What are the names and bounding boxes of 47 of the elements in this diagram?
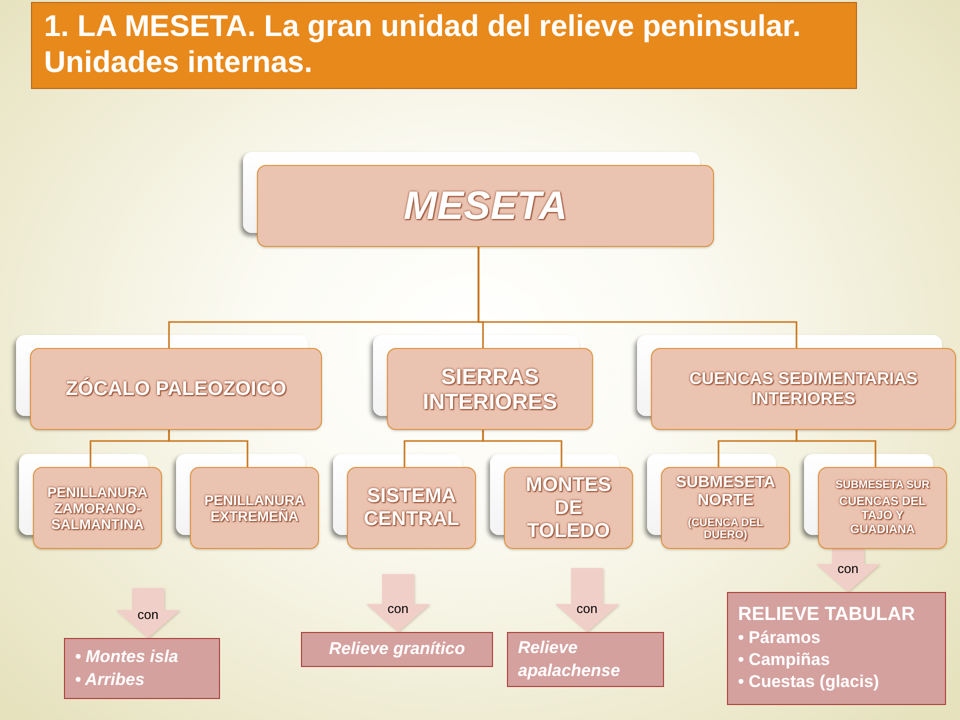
bullet-item: • Arribes [75,668,146,690]
block-arrow [366,574,430,632]
box-label: SUBMESETA SUR [835,479,930,492]
concept-box [30,348,322,430]
title-banner: 1. LA MESETA. La gran unidad del relieve peninsular. Unidades internas. [31,2,857,89]
bullet-item: • Cuestas (glacis) [738,671,880,694]
result-box [301,632,493,667]
concept-box [33,467,162,549]
box-label: SIERRAS INTERIORES [422,364,558,414]
edge-label: con [576,600,598,616]
box-label: CUENCAS SEDIMENTARIAS INTERIORES [688,369,919,409]
box-label: Relieve apalachense [518,637,622,682]
box-label: Relieve granítico [328,638,466,660]
bullet-item: • Campiñas [738,649,831,672]
box-sublabel: (CUENCA DEL DUERO) [686,516,764,542]
connector-line [168,430,248,467]
bullet-item: • Montes isla [75,646,180,668]
connector-line [478,247,798,348]
box-label: MESETA [404,183,568,229]
box-label: MONTES DE TOLEDO [524,474,612,542]
bullet-item: • Páramos [738,627,822,650]
box-label: PENILLANURA EXTREMEÑA [203,492,306,524]
edge-label: con [838,560,858,576]
block-arrow [555,568,619,632]
connector-line [482,430,562,467]
edge-label: con [138,606,158,622]
box-label: PENILLANURA ZAMORANO-SALMANTINA [46,484,149,532]
block-arrow [116,588,180,638]
result-box [507,632,664,687]
concept-box [387,348,593,430]
concept-box [190,467,319,549]
concept-box [651,348,956,430]
box-label: SISTEMA CENTRAL [362,485,460,531]
block-arrow [816,549,880,592]
concept-box [257,165,714,247]
box-label: ZÓCALO PALEOZOICO [66,378,286,400]
result-box [727,592,946,705]
box-heading: RELIEVE TABULAR [738,603,916,628]
concept-box [661,467,790,549]
concept-box [347,467,476,549]
result-box [64,638,220,699]
connector-line [796,430,876,467]
box-label: SUBMESETA NORTE [674,474,776,511]
edge-label: con [388,600,408,616]
concept-box [504,467,633,549]
box-sublabel: CUENCAS DEL TAJO Y GUADIANA [838,495,927,537]
concept-box [818,467,947,549]
